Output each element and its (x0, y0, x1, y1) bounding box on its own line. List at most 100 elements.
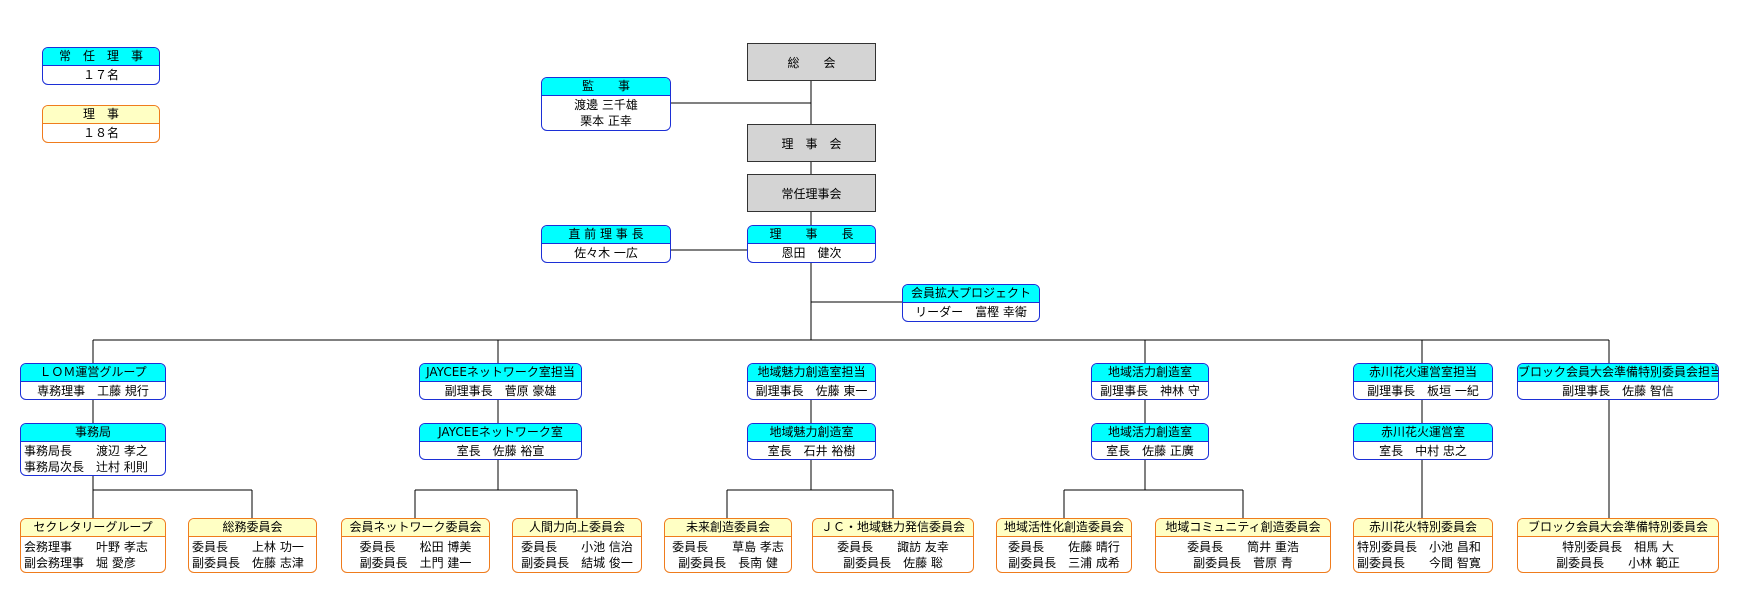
office-line: 事務局長 渡辺 孝之 (24, 443, 148, 458)
committee-title: 未来創造委員会 (665, 519, 791, 537)
project-title: 会員拡大プロジェクト (903, 285, 1039, 303)
committee-title: 赤川花火特別委員会 (1354, 519, 1492, 537)
office-title: 地域魅力創造室 (748, 424, 875, 442)
office-line: 室長 佐藤 正廣 (1106, 443, 1194, 458)
division-box: 赤川花火運営室担当 副理事長 板垣 一紀 (1353, 363, 1493, 400)
project-box: 会員拡大プロジェクト リーダー 富樫 幸衛 (902, 284, 1040, 322)
rijicho-line: 恩田 健次 (781, 246, 842, 260)
committee-title: ＪＣ・地域魅力発信委員会 (813, 519, 973, 537)
committee-line: 副委員長 佐藤 志津 (192, 555, 304, 570)
committee-line: 特別委員長 相馬 大 (1562, 539, 1674, 554)
office-title: JAYCEEネットワーク室 (420, 424, 581, 442)
legend-riji-count: １８名 (82, 126, 119, 140)
committee-line: 副会務理事 堀 愛彦 (24, 555, 136, 570)
committee-box: 会員ネットワーク委員会 委員長 松田 博美 副委員長 土門 建一 (341, 518, 490, 573)
office-line: 事務局次長 辻村 利則 (24, 459, 148, 474)
office-line: 室長 石井 裕樹 (767, 443, 856, 458)
committee-box: ブロック会員大会準備特別委員会 特別委員長 相馬 大 副委員長 小林 範正 (1517, 518, 1719, 573)
committee-line: 委員長 諏訪 友幸 (837, 539, 949, 554)
committee-line: 副委員長 今間 智寛 (1357, 555, 1481, 570)
committee-title: 総務委員会 (189, 519, 316, 537)
division-title: 地域魅力創造室担当 (748, 364, 875, 382)
rijicho-box: 理 事 長 恩田 健次 (747, 225, 876, 263)
division-title: 地域活力創造室 (1092, 364, 1208, 382)
committee-line: 副委員長 土門 建一 (359, 555, 472, 570)
committee-line: 委員長 松田 博美 (359, 539, 472, 554)
division-line: 副理事長 板垣 一紀 (1367, 383, 1479, 398)
committee-box: 総務委員会 委員長 上林 功一 副委員長 佐藤 志津 (188, 518, 317, 573)
soukai-box: 総 会 (747, 43, 876, 81)
committee-box: ＪＣ・地域魅力発信委員会 委員長 諏訪 友幸 副委員長 佐藤 聡 (812, 518, 974, 573)
committee-line: 委員長 小池 信治 (521, 539, 633, 554)
committee-title: 人間力向上委員会 (513, 519, 641, 537)
division-line: 専務理事 工藤 規行 (37, 383, 149, 398)
division-line: 副理事長 神林 守 (1100, 383, 1200, 398)
soukai-label: 総 会 (787, 55, 836, 70)
legend-riji: 理 事 １８名 (42, 105, 160, 143)
committee-box: 未来創造委員会 委員長 草島 孝志 副委員長 長南 健 (664, 518, 792, 573)
committee-title: セクレタリーグループ (21, 519, 165, 537)
legend-joninriji-title: 常 任 理 事 (43, 48, 159, 66)
committee-line: 委員長 上林 功一 (192, 539, 304, 554)
division-title: ＬＯＭ運営グループ (21, 364, 165, 382)
rijicho-title: 理 事 長 (748, 226, 875, 244)
committee-title: 地域コミュニティ創造委員会 (1156, 519, 1330, 537)
project-line: リーダー 富樫 幸衛 (915, 305, 1027, 319)
office-box: 赤川花火運営室 室長 中村 忠之 (1353, 423, 1493, 460)
division-box: 地域活力創造室 副理事長 神林 守 (1091, 363, 1209, 400)
committee-line: 副委員長 長南 健 (678, 555, 778, 570)
joninrijikai-label: 常任理事会 (781, 186, 842, 201)
division-line: 副理事長 菅原 豪雄 (444, 383, 557, 398)
chokuzen-box: 直 前 理 事 長 佐々木 一広 (541, 225, 671, 263)
kanji-line: 栗本 正幸 (580, 114, 632, 128)
office-title: 地域活力創造室 (1092, 424, 1208, 442)
division-box: ＬＯＭ運営グループ 専務理事 工藤 規行 (20, 363, 166, 400)
kanji-title: 監 事 (542, 78, 670, 96)
legend-joninriji-count: １７名 (82, 68, 119, 82)
committee-title: 地域活性化創造委員会 (997, 519, 1131, 537)
committee-line: 副委員長 佐藤 聡 (843, 555, 943, 570)
committee-line: 委員長 佐藤 晴行 (1008, 539, 1120, 554)
committee-line: 会務理事 叶野 孝志 (24, 539, 148, 554)
office-title: 事務局 (21, 424, 165, 442)
committee-line: 副委員長 小林 範正 (1556, 555, 1680, 570)
division-line: 副理事長 佐藤 智信 (1562, 383, 1674, 398)
rijikai-label: 理 事 会 (781, 136, 842, 151)
committee-line: 副委員長 結城 俊一 (521, 555, 633, 570)
joninrijikai-box: 常任理事会 (747, 174, 876, 212)
division-line: 副理事長 佐藤 東一 (755, 383, 868, 398)
committee-box: 赤川花火特別委員会 特別委員長 小池 昌和 副委員長 今間 智寛 (1353, 518, 1493, 573)
rijikai-box: 理 事 会 (747, 124, 876, 162)
division-box: 地域魅力創造室担当 副理事長 佐藤 東一 (747, 363, 876, 400)
division-box: ブロック会員大会準備特別委員会担当 副理事長 佐藤 智信 (1517, 363, 1719, 400)
committee-line: 副委員長 三浦 成希 (1008, 555, 1120, 570)
division-title: JAYCEEネットワーク室担当 (420, 364, 581, 382)
office-title: 赤川花火運営室 (1354, 424, 1492, 442)
chokuzen-title: 直 前 理 事 長 (542, 226, 670, 244)
committee-box: 地域コミュニティ創造委員会 委員長 筒井 重浩 副委員長 菅原 青 (1155, 518, 1331, 573)
committee-title: 会員ネットワーク委員会 (342, 519, 489, 537)
kanji-box: 監 事 渡邊 三千雄 栗本 正幸 (541, 77, 671, 131)
office-line: 室長 中村 忠之 (1379, 443, 1467, 458)
office-box: 地域活力創造室 室長 佐藤 正廣 (1091, 423, 1209, 460)
legend-riji-title: 理 事 (43, 106, 159, 124)
committee-line: 委員長 筒井 重浩 (1187, 539, 1299, 554)
legend-joninriji: 常 任 理 事 １７名 (42, 47, 160, 85)
committee-line: 委員長 草島 孝志 (672, 539, 784, 554)
chokuzen-line: 佐々木 一広 (574, 246, 638, 260)
office-box: 地域魅力創造室 室長 石井 裕樹 (747, 423, 876, 460)
office-box: 事務局 事務局長 渡辺 孝之 事務局次長 辻村 利則 (20, 423, 166, 476)
committee-box: 人間力向上委員会 委員長 小池 信治 副委員長 結城 俊一 (512, 518, 642, 573)
committee-line: 副委員長 菅原 青 (1193, 555, 1293, 570)
committee-title: ブロック会員大会準備特別委員会 (1518, 519, 1718, 537)
committee-line: 特別委員長 小池 昌和 (1357, 539, 1481, 554)
division-box: JAYCEEネットワーク室担当 副理事長 菅原 豪雄 (419, 363, 582, 400)
kanji-line: 渡邊 三千雄 (574, 98, 638, 112)
committee-box: セクレタリーグループ 会務理事 叶野 孝志 副会務理事 堀 愛彦 (20, 518, 166, 573)
division-title: ブロック会員大会準備特別委員会担当 (1518, 364, 1718, 382)
office-box: JAYCEEネットワーク室 室長 佐藤 裕宣 (419, 423, 582, 460)
office-line: 室長 佐藤 裕宣 (456, 443, 545, 458)
division-title: 赤川花火運営室担当 (1354, 364, 1492, 382)
committee-box: 地域活性化創造委員会 委員長 佐藤 晴行 副委員長 三浦 成希 (996, 518, 1132, 573)
